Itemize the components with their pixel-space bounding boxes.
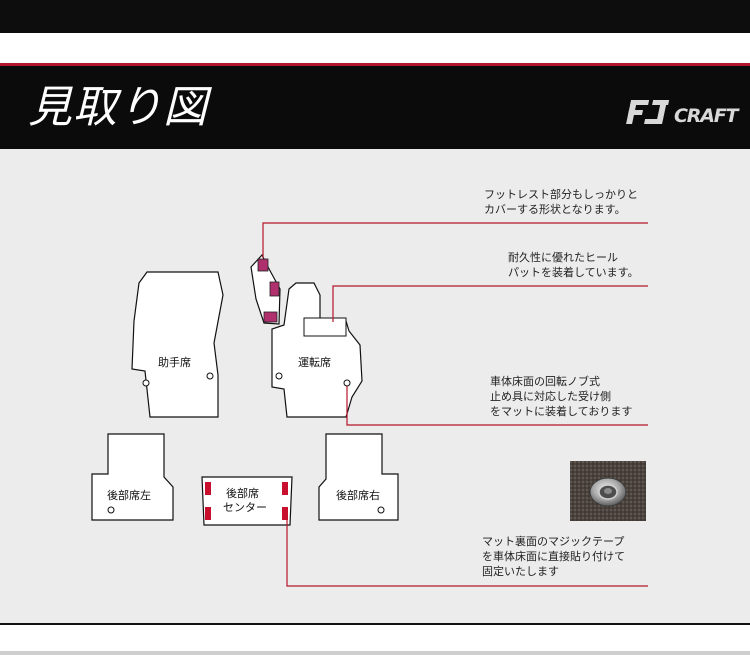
knob-fastener-photo: [570, 461, 646, 521]
annotation-velcro-line-2: を車体床面に直接貼り付けて: [482, 550, 625, 563]
leader-line-knob: [346, 386, 648, 426]
footer-rule: [0, 623, 750, 625]
annotation-heel-pad: 耐久性に優れたヒール パットを装着しています。: [508, 250, 639, 280]
driver-mat-hole-left: [275, 372, 283, 380]
annotation-velcro: マット裏面のマジックテープ を車体床面に直接貼り付けて 固定いたします: [482, 534, 625, 579]
driver-mat-outline: [271, 282, 363, 418]
rear-right-mat-label: 後部席右: [336, 489, 380, 502]
velcro-patch-center-bl: [205, 507, 211, 520]
diagram-area: 助手席 運転席 後部席左 後部席 センター 後部席右 フットレスト部分もしっかり…: [0, 149, 750, 623]
rear-right-mat-hole: [377, 506, 385, 514]
top-white-strip: [0, 33, 750, 63]
mat-layout-diagram: [91, 222, 648, 587]
velcro-patch-center-tr: [282, 482, 288, 495]
rear-center-mat-label-2: センター: [223, 501, 267, 514]
annotation-velcro-line-3: 固定いたします: [482, 565, 559, 578]
top-black-band: [0, 0, 750, 33]
heel-pad: [303, 317, 347, 337]
velcro-patch-footrest-mid: [269, 281, 280, 297]
passenger-mat-outline: [131, 271, 224, 418]
passenger-mat-hole-left: [142, 379, 150, 387]
passenger-mat-label: 助手席: [158, 356, 191, 369]
rear-right-mat-outline: [318, 433, 399, 521]
rear-left-mat-hole: [107, 506, 115, 514]
annotation-knob-line-1: 車体床面の回転ノブ式: [490, 375, 600, 388]
driver-mat-hole-right: [343, 379, 351, 387]
rear-center-mat-outline: [201, 476, 293, 526]
annotation-knob: 車体床面の回転ノブ式 止め具に対応した受け側 をマットに装着しております: [490, 374, 632, 419]
driver-mat-label: 運転席: [298, 356, 331, 369]
brand-logo: CRAFT: [626, 100, 741, 127]
velcro-patch-center-tl: [205, 482, 211, 495]
page-title: 見取り図: [28, 82, 208, 133]
annotation-footrest: フットレスト部分もしっかりと カバーする形状となります。: [484, 187, 638, 217]
footer-shade: [0, 651, 750, 655]
footer-strip: [0, 625, 750, 655]
passenger-mat-hole-right: [206, 372, 214, 380]
annotation-heel-pad-line-2: パットを装着しています。: [508, 266, 639, 279]
svg-text:CRAFT: CRAFT: [674, 105, 741, 127]
header-banner: 見取り図 CRAFT: [0, 66, 750, 149]
velcro-patch-footrest-top: [257, 258, 269, 272]
rear-center-mat-label-1: 後部席: [226, 487, 259, 500]
rear-left-mat-outline: [91, 433, 174, 521]
rear-left-mat-label: 後部席左: [107, 489, 151, 502]
annotation-velcro-line-1: マット裏面のマジックテープ: [482, 535, 625, 548]
annotation-heel-pad-line-1: 耐久性に優れたヒール: [508, 251, 618, 264]
velcro-patch-center-br: [282, 507, 288, 520]
leader-line-heel-pad: [332, 285, 648, 322]
leader-line-velcro: [286, 520, 648, 587]
annotation-footrest-line-2: カバーする形状となります。: [484, 203, 626, 216]
leader-line-footrest: [262, 222, 648, 258]
annotation-footrest-line-1: フットレスト部分もしっかりと: [484, 188, 638, 201]
velcro-patch-footrest-bottom: [263, 311, 278, 323]
annotation-knob-line-2: 止め具に対応した受け側: [490, 390, 611, 403]
header-red-rule: [0, 63, 750, 66]
annotation-knob-line-3: をマットに装着しております: [490, 405, 633, 418]
